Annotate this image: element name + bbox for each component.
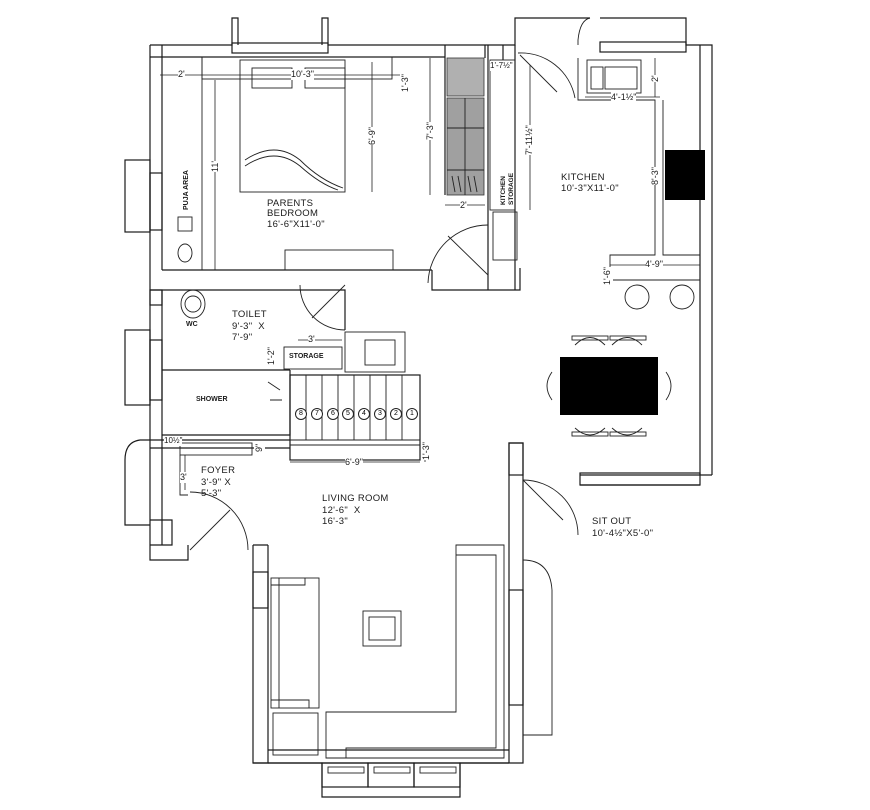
dim-kitchen-storage-width: 1'-7½": [490, 61, 513, 71]
foyer-area: [150, 439, 290, 496]
toilet-size-1: 9'-3" X: [232, 321, 265, 332]
bedroom-size: 16'-6"X11'-0": [267, 219, 325, 230]
stair-step-4: 4: [358, 408, 370, 420]
dim-storage-depth: 1'-2": [266, 347, 277, 365]
stair-step-6: 6: [327, 408, 339, 420]
exterior-walls: [124, 17, 713, 798]
dining-table: [546, 335, 672, 437]
dim-breakfast-depth: 1'-6": [602, 267, 613, 285]
wc-label: WC: [186, 321, 198, 328]
living-room-size-2: 16'-3": [322, 516, 348, 527]
kitchen-storage: [431, 59, 521, 291]
shower-label: SHOWER: [196, 396, 228, 403]
stair-step-2: 2: [390, 408, 402, 420]
wardrobe: [444, 45, 489, 290]
stair-step-1: 1: [406, 408, 418, 420]
toilet-size-2: 7'-9": [232, 332, 253, 343]
kitchen-size: 10'-3"X11'-0": [561, 183, 619, 194]
dim-wardrobe-height: 7'-3": [425, 122, 436, 140]
stair-step-3: 3: [374, 408, 386, 420]
kitchen-name: KITCHEN: [561, 172, 605, 183]
bedroom-name-line1: PARENTS: [267, 198, 314, 209]
dim-stair-landing: 1'-3": [421, 442, 432, 460]
dim-stair-width: 6'-9": [345, 457, 363, 468]
dim-kitchen-storage-height: 7'-11½": [524, 125, 535, 155]
foyer-size-1: 3'-9" X: [201, 477, 231, 488]
dim-bed-length: 6'-9": [367, 127, 378, 145]
stair-step-5: 5: [342, 408, 354, 420]
foyer-name: FOYER: [201, 465, 236, 476]
door-swings: [189, 17, 591, 736]
dim-bed-top: 1'-3": [400, 74, 411, 92]
dim-bed-width: 10'-3": [291, 69, 314, 80]
kitchen-storage-label: KITCHEN STORAGE: [500, 172, 515, 205]
living-furniture: [270, 544, 505, 759]
dim-foyer-small: 9": [254, 443, 265, 452]
stair-step-8: 8: [295, 408, 307, 420]
dim-storage-width: 3': [308, 334, 315, 345]
bedroom-name-line2: BEDROOM: [267, 208, 319, 219]
dim-foyer-side: 3': [180, 472, 187, 483]
dim-bed-left: 2': [178, 69, 185, 80]
dim-breakfast-counter: 4'-9": [645, 259, 663, 270]
living-room-size-1: 12'-6" X: [322, 505, 361, 516]
storage-label: STORAGE: [289, 353, 324, 360]
foyer-size-2: 5'-3": [201, 488, 222, 499]
dim-sink-counter: 4'-1½": [611, 92, 637, 103]
living-room-name: LIVING ROOM: [322, 493, 389, 504]
dim-sink-depth: 2': [650, 75, 661, 82]
dim-bedroom-height: 11': [210, 160, 221, 172]
dim-counter-height: 8'-3": [650, 167, 661, 185]
toilet-name: TOILET: [232, 309, 267, 320]
dim-foyer-offset: 10½": [164, 436, 183, 446]
stair-step-7: 7: [311, 408, 323, 420]
dim-wardrobe-depth: 2': [460, 200, 467, 211]
puja-area-label: PUJA AREA: [183, 170, 190, 210]
sit-out-size: 10'-4½"X5'-0": [592, 528, 654, 539]
sit-out-name: SIT OUT: [592, 516, 632, 527]
